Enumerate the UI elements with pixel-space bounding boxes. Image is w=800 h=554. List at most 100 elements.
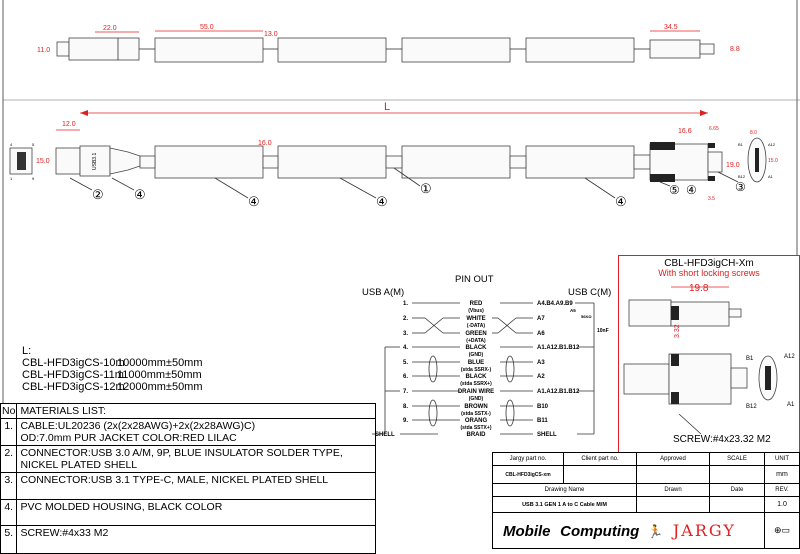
material-desc: SCREW:#4x33 M2: [16, 525, 376, 554]
drawn-value: [636, 496, 710, 513]
svg-text:B1: B1: [746, 356, 754, 362]
svg-text:9: 9: [32, 176, 35, 181]
svg-text:④: ④: [686, 183, 697, 197]
scale-header: SCALE: [709, 452, 765, 466]
wire-color: BLACK: [466, 374, 488, 380]
approved-header: Approved: [636, 452, 710, 466]
svg-text:A12: A12: [784, 354, 795, 360]
material-row: 5.SCREW:#4x33 M2: [0, 525, 376, 554]
pin-c-label: B10: [537, 404, 549, 410]
length-value: 10000mm±50mm: [117, 357, 203, 369]
wire-color: BRAID: [467, 432, 487, 438]
svg-text:4: 4: [10, 142, 13, 147]
part-number: CBL-HFD3igCS-10m: [22, 357, 125, 369]
date-header: Date: [709, 483, 765, 497]
wire-signal: (Vbus): [468, 308, 484, 314]
callout-3: ③: [735, 180, 746, 194]
dim-c-height: 19.0: [726, 162, 740, 169]
wire-signal: (GND): [469, 396, 484, 402]
material-no: 2.: [0, 445, 18, 473]
usb-a-header: USB A(M): [362, 287, 404, 298]
pin-a-label: 1.: [403, 301, 408, 307]
material-line: OD:7.0mm PUR JACKET COLOR:RED LILAC: [20, 432, 237, 444]
dim-a-plug-height: 15.0: [36, 158, 50, 165]
length-value: 11000mm±50mm: [117, 369, 202, 381]
drawn-header: Drawn: [636, 483, 710, 497]
usb-c-header: USB C(M): [568, 287, 611, 298]
pinout-row: 5.BLUE(stda SSRX-)A3: [403, 360, 545, 373]
dim-c-screw-offset: 6.65: [709, 126, 719, 132]
callout-5: ⑤: [669, 183, 680, 197]
pin-a-label: 5.: [403, 360, 408, 366]
pinout-row: 9.ORANG(stda SSTX+)B11: [403, 418, 548, 431]
jargy-part-value: CBL-HFD3igCS-xm: [492, 465, 564, 484]
material-no: 4.: [0, 499, 18, 526]
material-desc: CABLE:UL20236 (2x(2x28AWG)+2x(2x28AWG)C)…: [16, 418, 376, 446]
svg-text:A12: A12: [768, 142, 776, 147]
svg-text:B12: B12: [738, 174, 746, 179]
pin-c-label: SHELL: [537, 432, 557, 438]
dim-top-a-connector: 22.0: [103, 25, 117, 32]
rev-value: 1.0: [764, 496, 800, 513]
dim-top-c-connector: 34.5: [664, 24, 678, 31]
company-logos: Mobile Computing 🏃 JARGY: [492, 512, 765, 549]
pin-a-label: 8.: [403, 404, 408, 410]
no-header: No: [0, 403, 18, 419]
svg-text:15.0: 15.0: [768, 158, 778, 164]
svg-text:3.32: 3.32: [674, 324, 681, 338]
material-no: 5.: [0, 525, 18, 554]
runner-icon: 🏃: [647, 524, 664, 539]
length-label: L: [384, 101, 390, 113]
callout-2: ②: [92, 187, 104, 202]
wire-color: GREEN: [465, 331, 486, 337]
pinout-row: 3.GREEN(+DATA)A6: [403, 331, 545, 344]
scale-value: [709, 465, 765, 484]
pinout-row: 7.DRAIN WIRE(GND)A1.A12.B1.B12: [385, 389, 594, 402]
pin-a-label: 4.: [403, 345, 408, 351]
dim-c-housing-length: 16.6: [678, 128, 692, 135]
computing-logo: Computing: [560, 523, 640, 540]
variant-title: CBL-HFD3igCH-Xm: [664, 258, 754, 269]
main-view: L 4 5 1 9 USB3.1 12.0 15.0 16.0 16.6 6.6…: [9, 101, 778, 209]
wire-signal: (stda SSRX+): [460, 381, 492, 387]
svg-text:A1: A1: [768, 174, 774, 179]
mobile-logo: Mobile: [503, 523, 551, 540]
wire-signal: (stda SSRX-): [461, 367, 492, 373]
pin-c-label: A2: [537, 374, 545, 380]
material-desc: CONNECTOR:USB 3.1 TYPE-C, MALE, NICKEL P…: [16, 472, 376, 500]
unit-value: mm: [764, 465, 800, 484]
drawing-name-header: Drawing Name: [492, 483, 637, 497]
material-no: 3.: [0, 472, 18, 500]
svg-text:5: 5: [32, 142, 35, 147]
wire-signal: (stda SSTX+): [461, 425, 492, 431]
jargy-part-header: Jargy part no.: [492, 452, 564, 466]
svg-text:④: ④: [376, 194, 388, 209]
svg-text:B1: B1: [738, 142, 744, 147]
svg-text:④: ④: [248, 194, 260, 209]
material-line: NICKEL PLATED SHELL: [20, 459, 138, 471]
pin-a-label: 6.: [403, 374, 408, 380]
pin-a-label: 3.: [403, 331, 408, 337]
material-desc: CONNECTOR:USB 3.0 A/M, 9P, BLUE INSULATO…: [16, 445, 376, 473]
svg-text:④: ④: [615, 194, 627, 209]
pin-a-label: 7.: [403, 389, 408, 395]
svg-text:10nF: 10nF: [597, 328, 609, 334]
jargy-logo: JARGY: [672, 521, 736, 540]
wire-signal: (stda SSTX-): [461, 411, 491, 417]
pin-a-label: 9.: [403, 418, 408, 424]
material-no: 1.: [0, 418, 18, 446]
wire-color: DRAIN WIRE: [458, 389, 494, 395]
wire-color: BLACK: [466, 345, 488, 351]
unit-header: UNIT: [764, 452, 800, 466]
svg-text:56KΩ: 56KΩ: [581, 314, 592, 319]
wire-color: RED: [470, 301, 483, 307]
length-row: CBL-HFD3igCS-11m11000mm±50mm: [22, 369, 203, 381]
client-part-value: [563, 465, 637, 484]
pin-c-label: A7: [537, 316, 545, 322]
wire-color: WHITE: [466, 316, 485, 322]
screw-note: SCREW:#4x23.32 M2: [673, 434, 771, 445]
material-line: CABLE:UL20236 (2x(2x28AWG)+2x(2x28AWG)C): [20, 420, 256, 432]
part-number: CBL-HFD3igCS-12m: [22, 381, 125, 393]
